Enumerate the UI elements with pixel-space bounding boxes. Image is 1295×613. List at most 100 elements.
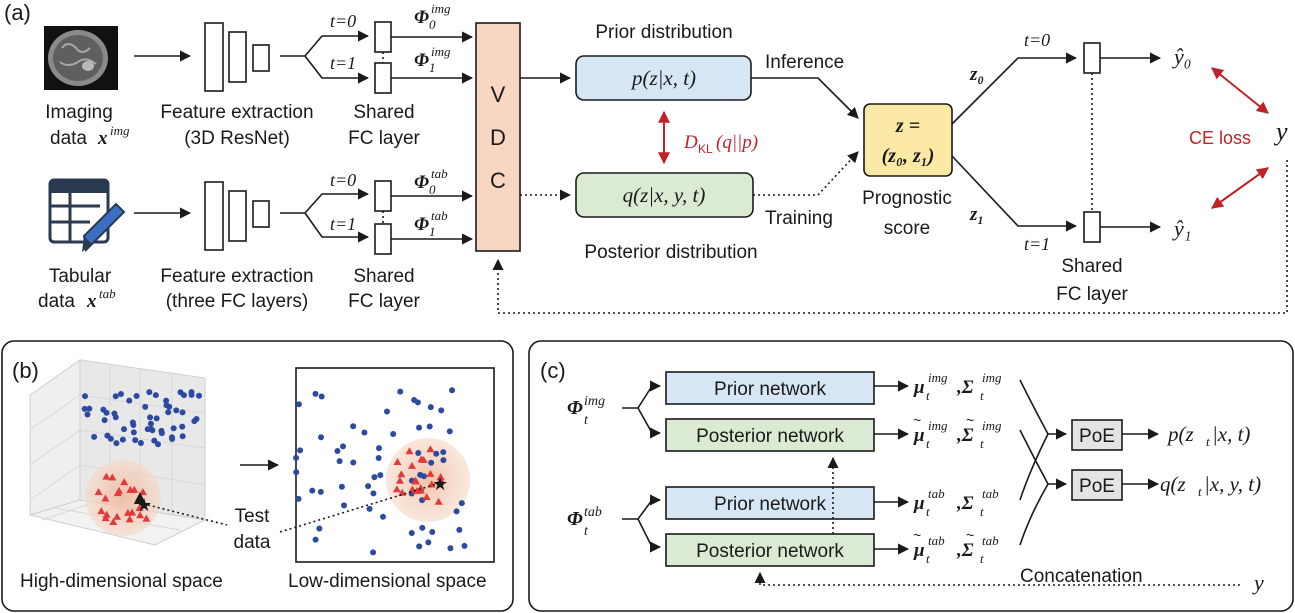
high-dim-point: [142, 403, 149, 410]
high-dim-triangle: [135, 504, 144, 512]
high-dim-point: [111, 410, 118, 417]
high-dim-point: [147, 420, 154, 427]
fe-tab-label-2: (three FC layers): [166, 291, 309, 312]
high-dim-triangle: [108, 473, 117, 481]
shared-fc-tab-1: [374, 223, 392, 255]
z-box-line-2: (z₀, z₁): [882, 145, 935, 167]
low-dim-point: [380, 513, 387, 520]
high-dim-point: [193, 416, 200, 423]
vdc-block: [475, 22, 521, 252]
svg-text:,Σ: ,Σ: [956, 540, 974, 561]
high-dim-point: [152, 392, 159, 399]
svg-text:μ: μ: [913, 540, 925, 561]
t1-img: t=1: [330, 53, 356, 73]
high-dim-point: [129, 419, 136, 426]
training-label: Training: [765, 208, 833, 229]
test-label-2: data: [234, 532, 271, 553]
t1-z: t=1: [1024, 234, 1050, 254]
phi1-tab-sup: tab: [431, 208, 448, 223]
high-dim-triangle: [97, 507, 106, 515]
low-dim-point: [449, 387, 456, 394]
low-dim-point: [458, 500, 465, 507]
high-dim-point: [179, 433, 186, 440]
kl-sub: KL: [698, 142, 713, 156]
low-dim-point: [309, 487, 316, 494]
brain-scan-image: [44, 26, 118, 90]
mu-sigma-tab-prior: μ t tab ,Σ t tab: [913, 486, 999, 519]
low-dim-point: [425, 539, 432, 546]
prior-network-img: [665, 371, 875, 405]
low-dim-triangle: [405, 447, 414, 455]
svg-text:~: ~: [966, 527, 974, 543]
feature-extractor-img: [204, 22, 270, 92]
prior-network-img-label: Prior network: [714, 379, 826, 400]
poe-box-posterior: [1071, 469, 1123, 501]
z-box: [863, 103, 953, 177]
imaging-label-2: data: [50, 128, 87, 149]
p-output: p(z t |x, t): [1166, 422, 1250, 449]
low-dim-point: [438, 407, 445, 414]
fe-tab-label-1: Feature extraction: [160, 266, 313, 287]
high-dim-point: [103, 409, 110, 416]
posterior-title: Posterior distribution: [584, 242, 757, 263]
svg-text:t: t: [980, 388, 984, 403]
svg-text:~: ~: [913, 412, 921, 428]
low-dim-point: [334, 447, 341, 454]
high-dim-point: [132, 437, 139, 444]
poe-prior-label: PoE: [1079, 426, 1115, 447]
high-dim-point: [179, 423, 186, 430]
high-dim-point: [121, 426, 128, 433]
svg-text:μ: μ: [913, 377, 925, 398]
prior-title: Prior distribution: [595, 22, 732, 43]
low-dim-point: [370, 549, 377, 556]
high-dim-point: [163, 397, 170, 404]
low-dim-point: [295, 401, 302, 408]
high-dim-triangle: [120, 478, 129, 486]
low-dim-point: [416, 543, 423, 550]
tabular-label-2: data: [38, 291, 75, 312]
low-dim-triangle: [426, 445, 435, 453]
low-dim-point: [427, 404, 434, 411]
low-dim-point: [428, 459, 435, 466]
yhat1: ŷ₁: [1172, 216, 1191, 241]
svg-text:~: ~: [913, 527, 921, 543]
low-dim-point: [375, 454, 382, 461]
shared-fc-out-label-2: FC layer: [1056, 284, 1128, 305]
svg-text:,Σ: ,Σ: [956, 377, 974, 398]
mu-sigma-tab-posterior: μ ~ t tab ,Σ ~ t tab: [913, 527, 999, 566]
high-dim-point: [81, 405, 88, 412]
phi-img-sup: img: [584, 394, 605, 409]
fe-img-label-1: Feature extraction: [160, 102, 313, 123]
high-dim-triangle: [126, 485, 135, 493]
low-dim-point: [295, 495, 302, 502]
low-dim-point: [338, 483, 345, 490]
high-dim-triangle: [102, 472, 111, 480]
low-dim-point: [350, 423, 357, 430]
phi0-tab-sub: 0: [429, 182, 436, 197]
q-output: q(z t |x, y, t): [1160, 472, 1261, 499]
high-dim-triangle: [142, 514, 151, 522]
svg-text:t: t: [926, 551, 930, 566]
high-dim-triangle: [109, 518, 118, 526]
mu-sigma-img-posterior: μ ~ t img ,Σ ~ t img: [913, 412, 1002, 451]
prognostic-label-2: score: [884, 218, 930, 239]
shared-fc-img-0: [374, 21, 392, 53]
yhat0: ŷ₀: [1172, 44, 1191, 69]
high-dim-point: [130, 429, 137, 436]
high-dim-point: [86, 405, 93, 412]
posterior-network-img-label: Posterior network: [696, 426, 844, 447]
low-dim-point: [440, 449, 447, 456]
low-dim-triangle: [436, 475, 445, 483]
poe-box-prior: [1071, 419, 1123, 451]
low-dim-point: [371, 474, 378, 481]
phi1-img: Φ: [414, 50, 429, 71]
mu-sigma-img-prior: μ t img ,Σ t img: [913, 370, 1002, 403]
svg-text:tab: tab: [982, 486, 999, 501]
high-dim-triangle: [125, 515, 134, 523]
low-dim-point: [383, 408, 390, 415]
high-dim-triangle: [102, 510, 111, 518]
svg-text:t: t: [980, 551, 984, 566]
t0-tab: t=0: [330, 170, 356, 190]
high-dim-point: [169, 435, 176, 442]
high-dim-point: [151, 437, 158, 444]
